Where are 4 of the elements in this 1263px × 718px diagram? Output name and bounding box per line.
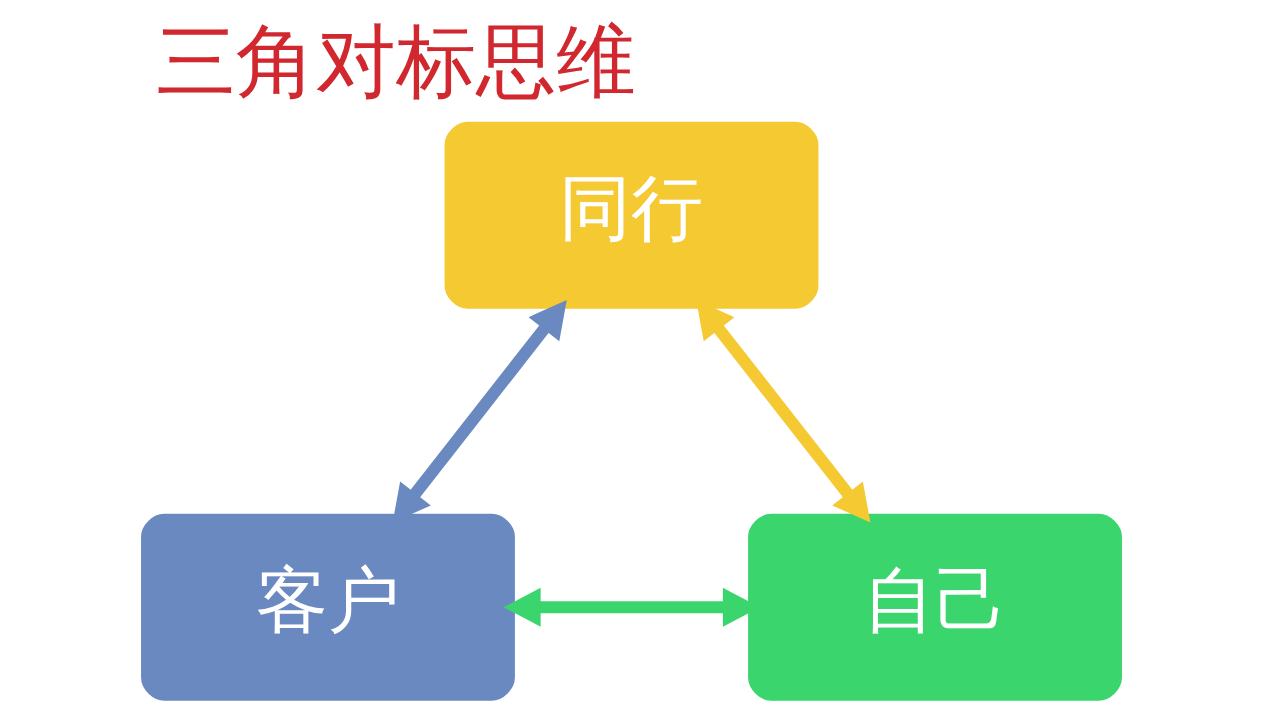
node-box: 客户 bbox=[139, 511, 517, 703]
diagram-title: 三角对标思维 bbox=[156, 13, 637, 108]
node-box: 同行 bbox=[442, 119, 821, 311]
node-box: 自己 bbox=[746, 511, 1124, 703]
